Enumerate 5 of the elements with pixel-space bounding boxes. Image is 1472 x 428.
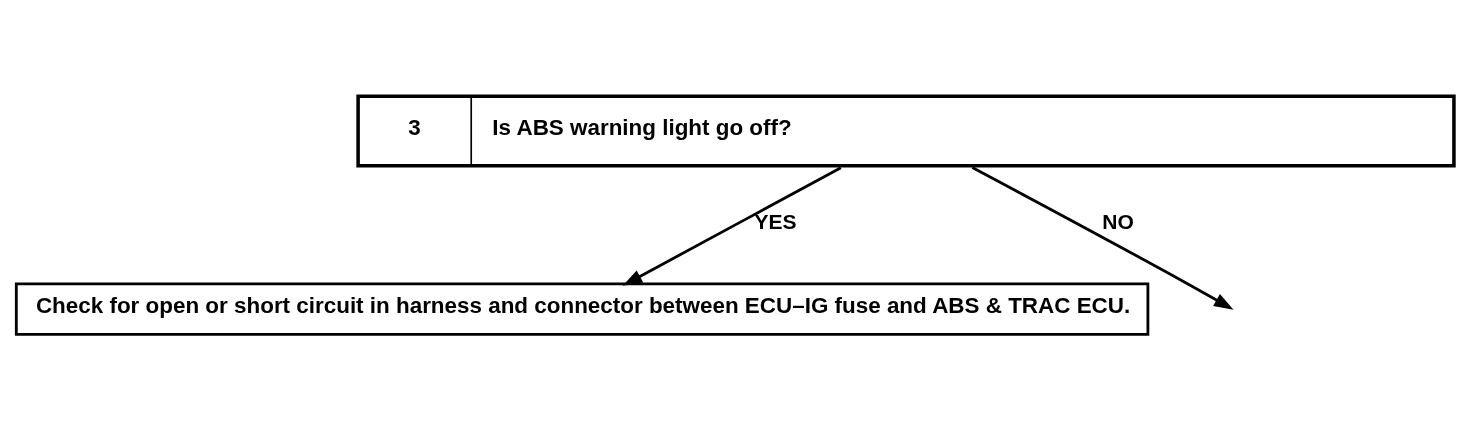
edge-label: NO [1102, 209, 1134, 233]
arrow [971, 165, 1234, 310]
edge-label: YES [754, 209, 797, 233]
node-box: Check for open or short circuit in harness and connector between ECU–IG fuse and ABS & TRAC ECU. [14, 282, 1150, 336]
arrow [622, 166, 842, 286]
